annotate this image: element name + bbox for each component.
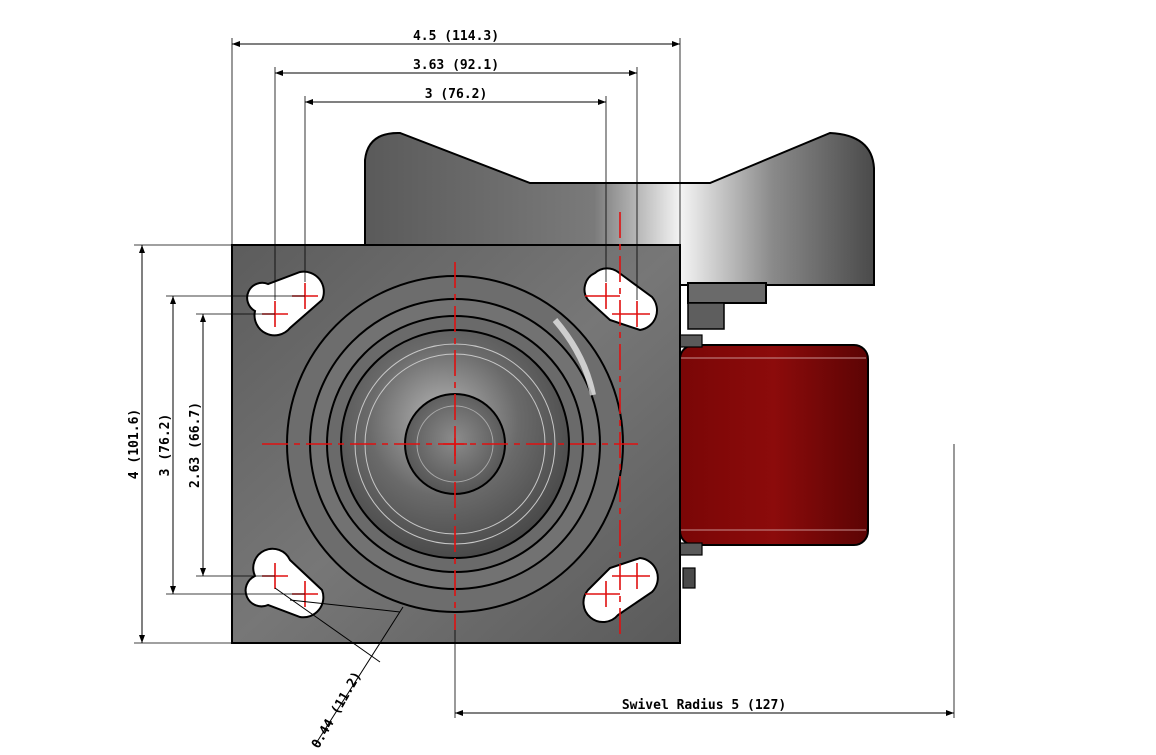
dimension-slot-height-inner-label: 2.63 (66.7) <box>188 402 203 488</box>
dimension-overall-height-label: 4 (101.6) <box>127 409 142 479</box>
dimension-slot-width-inner-label: 3 (76.2) <box>425 87 488 102</box>
dimension-overall-height: 4 (101.6) <box>127 244 232 644</box>
dimension-slot-height-inner: 2.63 (66.7) <box>188 313 275 577</box>
dimension-slot-height-outer-label: 3 (76.2) <box>158 414 173 477</box>
wheel-axle-stub <box>679 334 703 348</box>
dimension-slot-height-outer: 3 (76.2) <box>158 295 305 595</box>
dimension-swivel-radius: Swivel Radius 5 (127) <box>454 444 955 718</box>
dimension-slot-width-outer: 3.63 (92.1) <box>274 58 638 300</box>
brake-bracket <box>687 282 767 304</box>
dimension-slot-width-inner: 3 (76.2) <box>304 87 607 282</box>
centerlines <box>262 212 650 640</box>
wheel-axle-stub-lower <box>679 542 703 556</box>
wheel <box>679 344 869 546</box>
brake-bracket-lower <box>687 302 725 330</box>
dimension-bolt-slot-label: 0.44 (11.2) <box>309 669 365 751</box>
brake-pedal <box>364 131 875 286</box>
dimension-overall-width: 4.5 (114.3) <box>231 29 681 245</box>
bolt-slot-bottom-left <box>244 547 325 619</box>
dimension-overall-width-label: 4.5 (114.3) <box>413 29 499 44</box>
bolt-slot-bottom-right <box>582 556 659 624</box>
axle-nut <box>682 567 696 589</box>
dimension-swivel-radius-label: Swivel Radius 5 (127) <box>622 698 786 713</box>
dimension-slot-width-outer-label: 3.63 (92.1) <box>413 58 499 73</box>
